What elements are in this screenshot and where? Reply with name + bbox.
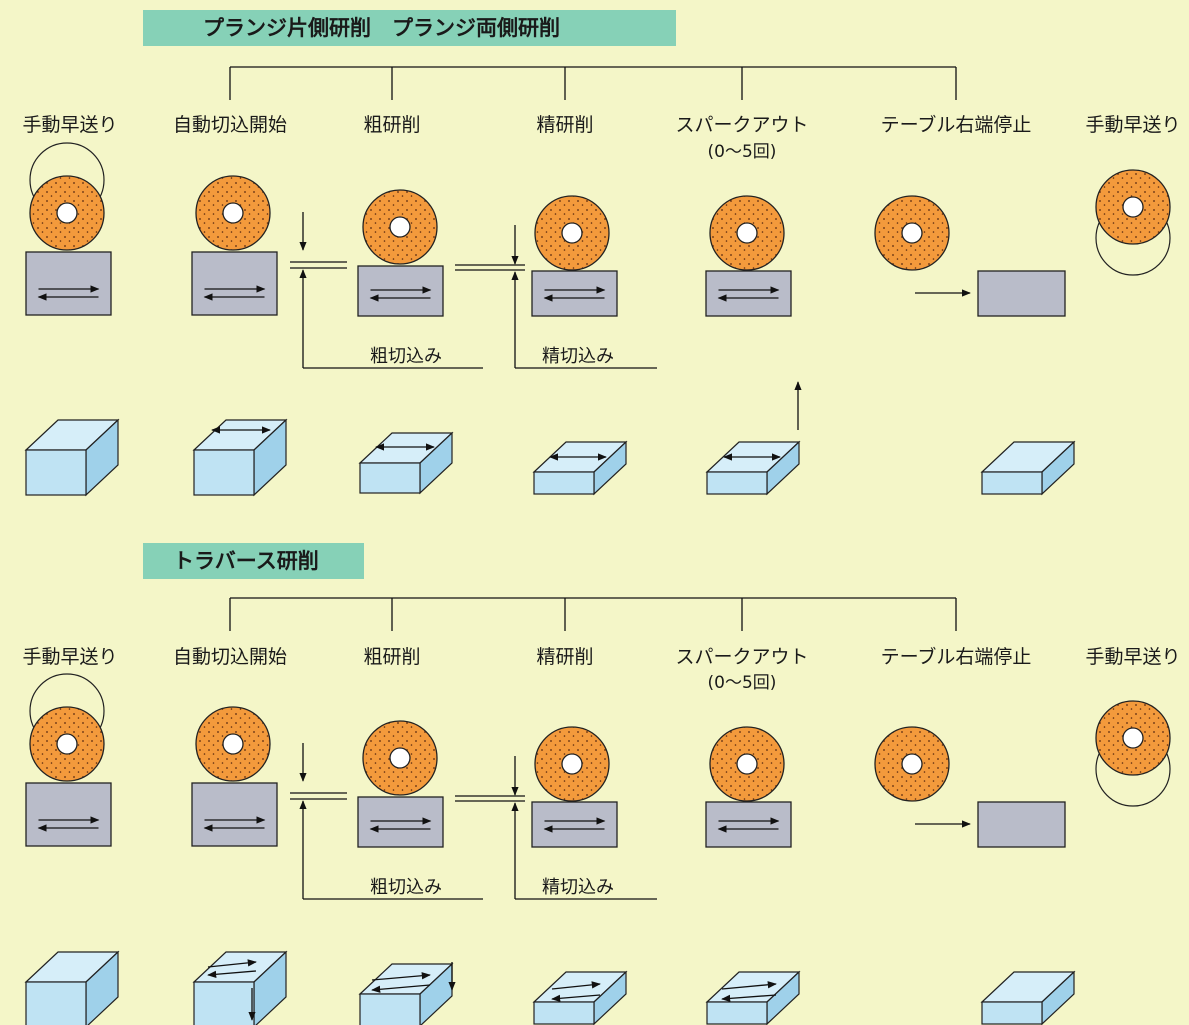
wheel-bore [561, 222, 583, 244]
wheel-bore [561, 753, 583, 775]
workpiece-block-front [25, 449, 87, 496]
traverse-arrow [207, 970, 257, 978]
workpiece-block-front [533, 1001, 595, 1025]
step-manual-rapid-return: 手動早送り [1085, 646, 1181, 668]
step-auto-infeed: 自動切込開始 [172, 646, 288, 668]
sparkout-note: (0〜5回) [707, 142, 777, 162]
work-table [531, 270, 618, 317]
work-table [977, 270, 1066, 317]
step-manual-rapid: 手動早送り [22, 646, 118, 668]
finish-feed-label: 精切込み [542, 346, 614, 367]
workpiece-block-front [25, 981, 87, 1025]
wheel-bore [222, 733, 244, 755]
wheel-bore [736, 222, 758, 244]
workpiece-block-front [706, 471, 768, 495]
rough-feed-label: 粗切込み [370, 877, 442, 898]
wheel-bore [56, 202, 78, 224]
step-finish-grinding: 精研削 [536, 114, 594, 136]
work-table [705, 801, 792, 848]
step-finish-grinding: 精研削 [536, 646, 594, 668]
rough-feed-label: 粗切込み [370, 346, 442, 367]
wheel-bore [901, 753, 923, 775]
traverse-arrow [551, 994, 601, 1002]
work-table [357, 265, 444, 317]
work-table [191, 782, 278, 847]
wheel-bore [389, 747, 411, 769]
step-sparkout: スパークアウト [675, 646, 809, 668]
workpiece-block-front [533, 471, 595, 495]
work-table [191, 251, 278, 316]
traverse-arrow [721, 994, 777, 1003]
work-table [705, 270, 792, 317]
workpiece-block-front [706, 1001, 768, 1025]
workpiece-block-front [193, 981, 255, 1025]
wheel-bore [901, 222, 923, 244]
traverse-arrow [371, 972, 431, 981]
traverse-arrow [721, 981, 777, 990]
wheel-bore [56, 733, 78, 755]
wheel-bore [222, 202, 244, 224]
traverse-arrow [551, 981, 601, 990]
workpiece-block-front [981, 471, 1043, 495]
step-rough-grinding: 粗研削 [363, 646, 421, 668]
workpiece-block-front [359, 993, 421, 1025]
wheel-bore [389, 216, 411, 238]
finish-feed-label: 精切込み [542, 877, 614, 898]
step-table-stop: テーブル右端停止 [880, 646, 1032, 668]
step-manual-rapid-return: 手動早送り [1085, 114, 1181, 136]
wheel-bore [1122, 727, 1144, 749]
traverse-arrow [207, 959, 257, 968]
work-table [531, 801, 618, 848]
wheel-bore [1122, 196, 1144, 218]
step-rough-grinding: 粗研削 [363, 114, 421, 136]
work-table [357, 796, 444, 848]
workpiece-block-front [359, 462, 421, 494]
sparkout-note: (0〜5回) [707, 673, 777, 693]
step-table-stop: テーブル右端停止 [880, 114, 1032, 136]
work-table [25, 251, 112, 316]
section-title: プランジ片側研削 プランジ両側研削 [143, 10, 676, 46]
step-manual-rapid: 手動早送り [22, 114, 118, 136]
traverse-arrow [371, 984, 431, 993]
workpiece-block-front [193, 449, 255, 496]
wheel-bore [736, 753, 758, 775]
work-table [25, 782, 112, 847]
step-sparkout: スパークアウト [675, 114, 809, 136]
workpiece-block-front [981, 1001, 1043, 1025]
work-table [977, 801, 1066, 848]
step-auto-infeed: 自動切込開始 [172, 114, 288, 136]
section-title: トラバース研削 [143, 543, 364, 579]
